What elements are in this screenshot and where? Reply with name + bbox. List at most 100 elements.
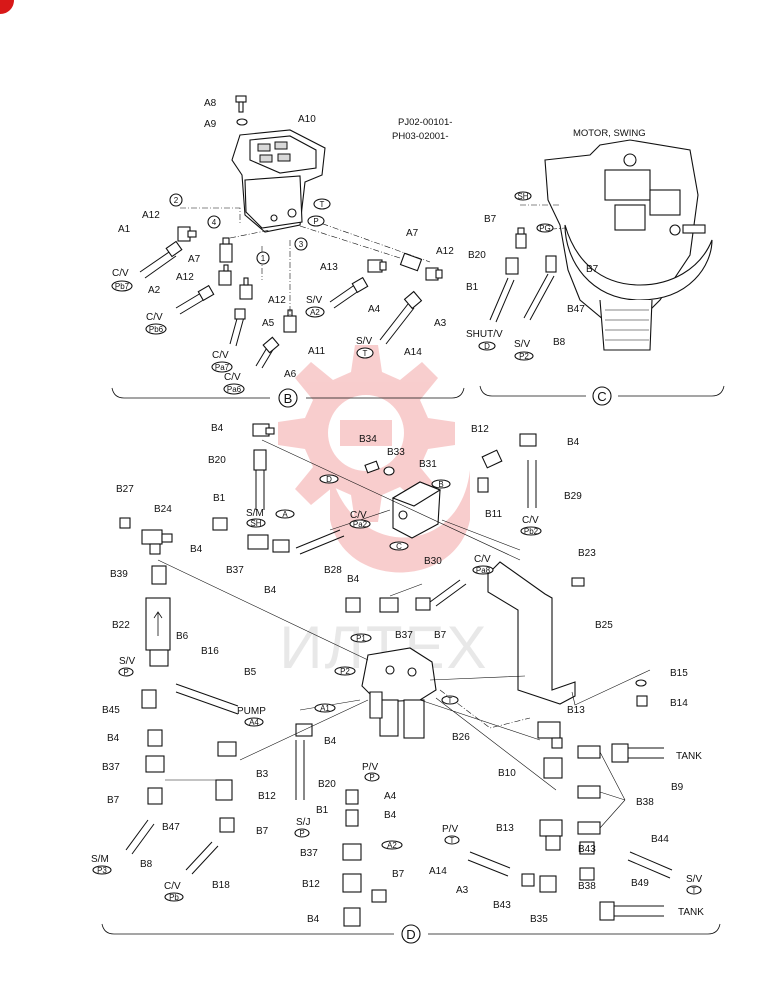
- port-tank-2: TANK: [678, 907, 704, 918]
- callout-sh-c: SH: [517, 192, 528, 201]
- label-b37-3: B37: [102, 762, 120, 773]
- fitting-b4-d8: [345, 809, 359, 827]
- tag-p-sj: P: [299, 829, 304, 838]
- tag-p2-c: P2: [519, 352, 529, 361]
- label-b12-1: B12: [471, 424, 489, 435]
- label-b4-3: B4: [190, 544, 203, 555]
- fitting-b35: [539, 875, 557, 893]
- fitting-b7-d4: [371, 889, 387, 903]
- label-b4-9: B4: [307, 914, 320, 925]
- label-b38-1: B38: [636, 797, 654, 808]
- port-sm-sh: S/M: [246, 508, 264, 519]
- label-b6: B6: [176, 631, 189, 642]
- fitting-b4-right: [519, 433, 537, 447]
- callout-p: P: [313, 217, 318, 226]
- port-tank-1: TANK: [676, 751, 702, 762]
- block-b31: [391, 481, 442, 539]
- watermark: ИЛТЕХ: [278, 345, 487, 681]
- label-b38-2: B38: [578, 881, 596, 892]
- section-d-marker: D: [406, 927, 415, 942]
- port-pump: PUMP: [237, 706, 266, 717]
- fitting-b7-d3: [219, 817, 235, 833]
- tag-pb7: Pb7: [115, 282, 130, 291]
- label-a10: A10: [298, 114, 316, 125]
- label-b10: B10: [498, 768, 516, 779]
- fitting-b10: [543, 757, 563, 779]
- valve-block-b26: [361, 647, 437, 739]
- label-b13-2: B13: [496, 823, 514, 834]
- fitting-b12-d3: [342, 873, 362, 893]
- tag-sh: SH: [250, 519, 261, 528]
- callout-2: 2: [174, 196, 179, 205]
- label-a7-left: A7: [188, 254, 201, 265]
- tag-pb6: Pb6: [149, 325, 164, 334]
- label-b31: B31: [419, 459, 437, 470]
- label-b30: B30: [424, 556, 442, 567]
- hose-b30: [429, 579, 467, 607]
- tee-b37-4: [342, 843, 362, 861]
- label-b1-2: B1: [316, 805, 329, 816]
- callout-p1: P1: [356, 634, 366, 643]
- port-sv-p2: S/V: [514, 339, 530, 350]
- plug-b27: [119, 517, 131, 529]
- label-a1: A1: [118, 224, 131, 235]
- fitting-b4-d4: [272, 539, 290, 553]
- label-a12-3: A12: [268, 295, 286, 306]
- label-b12-3: B12: [302, 879, 320, 890]
- section-d-group: D A B C P1 P2 A1 A2 T B4 B20 B1 B34 B33 …: [91, 423, 721, 944]
- hose-b44: [627, 851, 673, 879]
- label-b7-c: B7: [484, 214, 497, 225]
- fitting-a7-right: [399, 252, 423, 272]
- label-a12-1: A12: [142, 210, 160, 221]
- label-b5: B5: [244, 667, 257, 678]
- port-cv-pb7: C/V: [112, 268, 129, 279]
- serial-number-line-2: PH03-02001-: [392, 131, 449, 142]
- callout-d: D: [326, 475, 332, 484]
- callout-a2: A2: [387, 841, 397, 850]
- hose-b47-d: [125, 819, 155, 855]
- label-b1-1: B1: [213, 493, 226, 504]
- tag-pa8: Pa8: [476, 566, 491, 575]
- fitting-a12-left-top: [177, 226, 197, 242]
- fitting-a12-right: [239, 277, 253, 300]
- fitting-b13-1: [537, 721, 563, 749]
- callout-pg-c: PG: [539, 224, 551, 233]
- tag-p-sv: P: [123, 668, 128, 677]
- label-b15: B15: [670, 668, 688, 679]
- label-b7-4: B7: [392, 869, 405, 880]
- label-b8: B8: [140, 859, 153, 870]
- label-a14-d: A14: [429, 866, 447, 877]
- label-b7-3: B7: [256, 826, 269, 837]
- serial-number-line-1: PJ02-00101-: [398, 117, 452, 128]
- label-b11: B11: [485, 509, 502, 520]
- label-b12-2: B12: [258, 791, 276, 802]
- label-b43-1: B43: [578, 844, 596, 855]
- label-b1-c: B1: [466, 282, 479, 293]
- callout-b: B: [438, 480, 443, 489]
- label-b4-5: B4: [347, 574, 360, 585]
- label-b9: B9: [671, 782, 684, 793]
- port-pv-t: P/V: [442, 824, 458, 835]
- hose-a4: [329, 283, 361, 309]
- corner-mark-icon: [0, 0, 14, 14]
- label-b24: B24: [154, 504, 172, 515]
- tag-pa7: Pa7: [215, 363, 230, 372]
- tee-b37-2: [379, 597, 399, 613]
- hose-b47-c: [523, 273, 555, 321]
- label-b37-1: B37: [226, 565, 244, 576]
- tee-b37-1: [247, 534, 269, 550]
- port-cv-pa8: C/V: [474, 554, 491, 565]
- fitting-b6: [149, 649, 169, 667]
- port-cv-pb6: C/V: [146, 312, 163, 323]
- hose-b49: [612, 905, 664, 917]
- callout-3: 3: [299, 240, 304, 249]
- label-a12-2: A12: [176, 272, 194, 283]
- callout-1: 1: [261, 254, 266, 263]
- label-b22: B22: [112, 620, 130, 631]
- fitting-b12-d: [481, 449, 503, 469]
- port-sv-t2: S/V: [686, 874, 702, 885]
- label-a3-b: A3: [434, 318, 447, 329]
- bolt-b34: [364, 460, 380, 474]
- label-b18: B18: [212, 880, 230, 891]
- section-c-marker: C: [597, 389, 606, 404]
